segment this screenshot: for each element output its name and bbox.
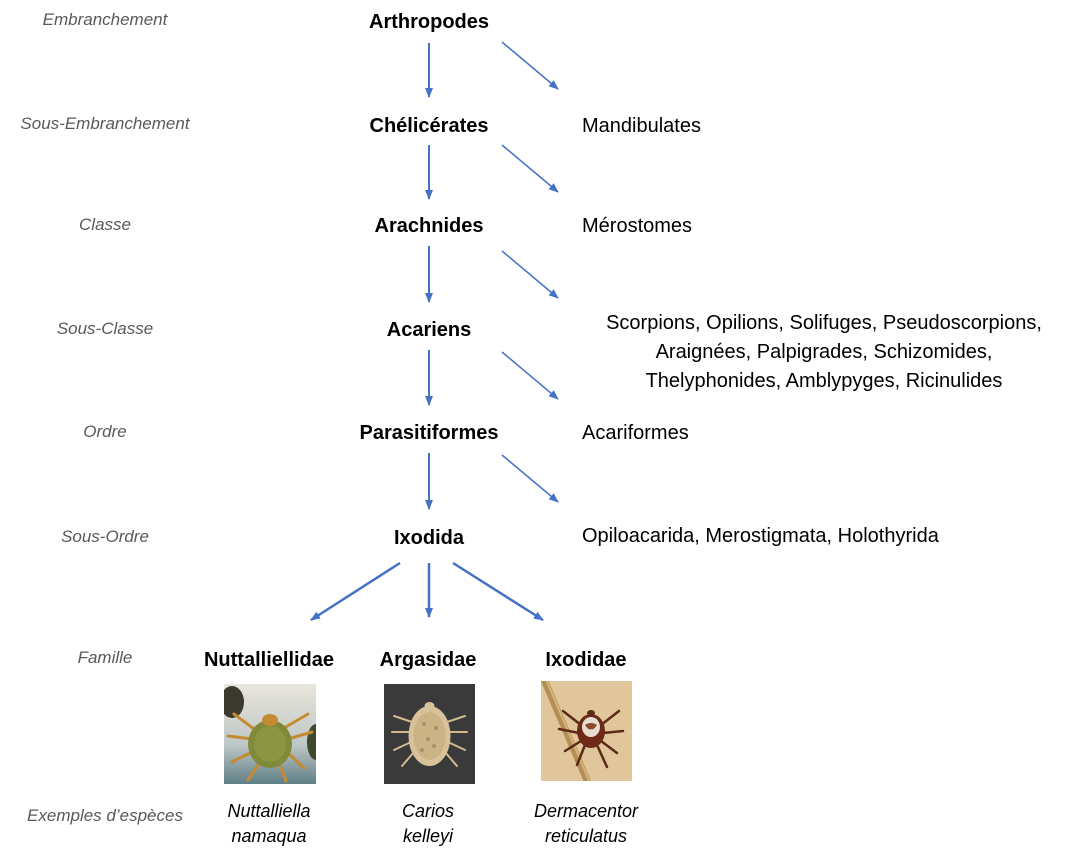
sibling-acariformes: Acariformes bbox=[582, 422, 689, 444]
node-ixodida: Ixodida bbox=[393, 527, 464, 549]
species-dermacentor-epithet: reticulatus bbox=[544, 826, 628, 846]
sibling-other-suborders: Opiloacarida, Merostigmata, Holothyrida bbox=[582, 525, 939, 547]
species-nuttalliella-epithet: namaqua bbox=[231, 826, 307, 846]
rank-famille: Famille bbox=[77, 648, 133, 667]
arrow-to-ixodidae bbox=[452, 561, 544, 622]
species-dermacentor-genus: Dermacentor bbox=[533, 801, 639, 821]
node-acariens: Acariens bbox=[386, 319, 472, 341]
rank-embranchement: Embranchement bbox=[42, 10, 168, 29]
family-ixodidae: Ixodidae bbox=[545, 649, 627, 671]
sibling-arachnid-orders: Scorpions, Opilions, Solifuges, Pseudosc… bbox=[574, 309, 1065, 396]
species-nuttalliella-genus: Nuttalliella bbox=[227, 801, 311, 821]
rank-classe: Classe bbox=[79, 215, 131, 234]
arrow-diag-5 bbox=[501, 454, 559, 503]
sibling-merostomes: Mérostomes bbox=[582, 215, 693, 237]
tick-dermacentor-photo bbox=[541, 681, 632, 781]
arrow-to-nuttalliellidae bbox=[310, 561, 401, 622]
species-carios: Carios kelleyi bbox=[358, 799, 498, 849]
node-chelicerates: Chélicérates bbox=[369, 115, 489, 137]
rank-exemples: Exemples d’espèces bbox=[27, 806, 183, 825]
arachnid-orders-line-3: Thelyphonides, Amblypyges, Ricinulides bbox=[645, 370, 1003, 392]
node-parasitiformes: Parasitiformes bbox=[359, 422, 499, 444]
species-nuttalliella: Nuttalliella namaqua bbox=[199, 799, 339, 849]
arrow-diag-3 bbox=[501, 250, 559, 299]
rank-ordre: Ordre bbox=[83, 422, 127, 441]
species-carios-genus: Carios bbox=[401, 801, 454, 821]
arrow-diag-4 bbox=[501, 351, 559, 400]
arachnid-orders-line-2: Araignées, Palpigrades, Schizomides, bbox=[655, 341, 993, 363]
node-arachnides: Arachnides bbox=[374, 215, 484, 237]
sibling-mandibulates: Mandibulates bbox=[582, 115, 701, 137]
arrow-diag-1 bbox=[501, 41, 559, 90]
species-dermacentor: Dermacentor reticulatus bbox=[511, 799, 661, 849]
arachnid-orders-line-1: Scorpions, Opilions, Solifuges, Pseudosc… bbox=[606, 312, 1042, 334]
tick-nuttalliella-photo bbox=[224, 684, 316, 784]
family-nuttalliellidae: Nuttalliellidae bbox=[203, 649, 335, 671]
family-argasidae: Argasidae bbox=[379, 649, 477, 671]
species-carios-epithet: kelleyi bbox=[402, 826, 454, 846]
tick-carios-photo bbox=[384, 684, 475, 784]
rank-sous-embranchement: Sous-Embranchement bbox=[20, 114, 190, 133]
rank-sous-classe: Sous-Classe bbox=[56, 319, 154, 338]
rank-sous-ordre: Sous-Ordre bbox=[61, 527, 149, 546]
node-arthropodes: Arthropodes bbox=[369, 11, 489, 33]
arrow-diag-2 bbox=[501, 144, 559, 193]
